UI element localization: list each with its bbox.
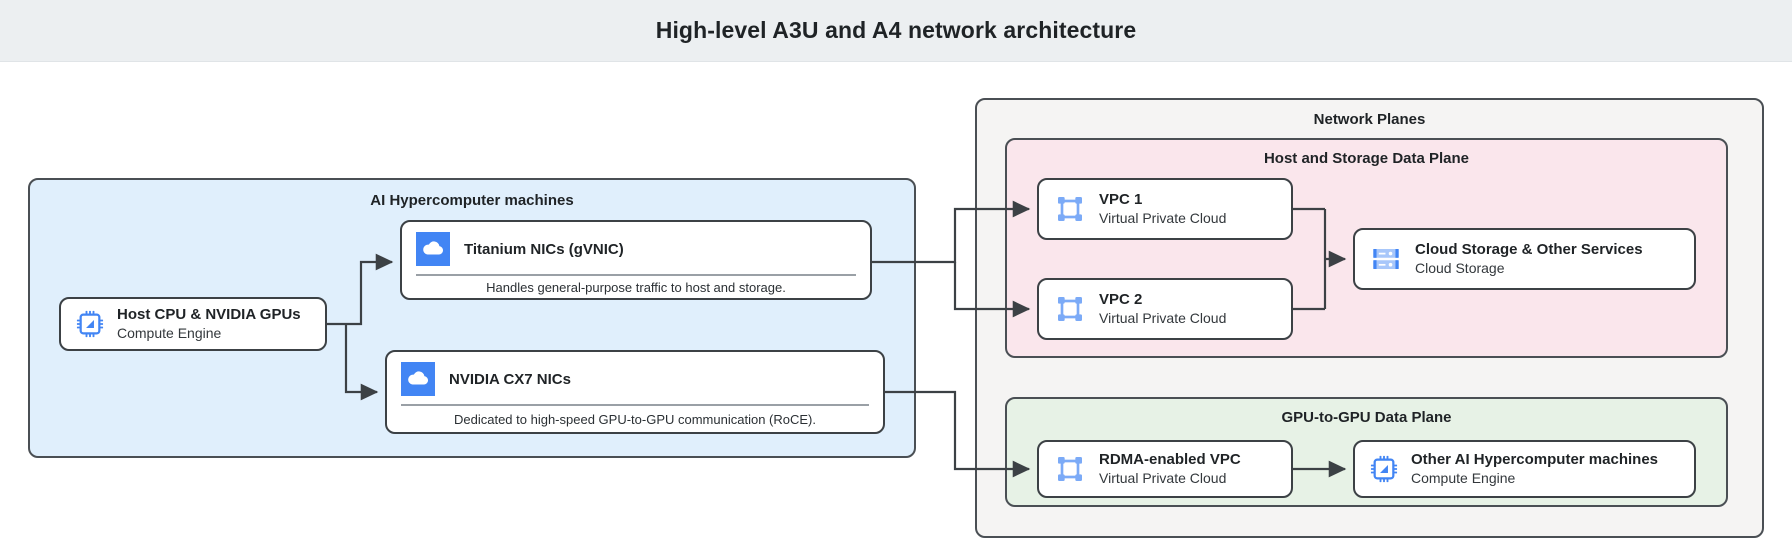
cloud-storage-node[interactable]: Cloud Storage & Other Services Cloud Sto…: [1353, 228, 1696, 290]
rdma-enabled-vpc-title: RDMA-enabled VPC: [1099, 450, 1241, 468]
vpc-2-subtitle: Virtual Private Cloud: [1099, 310, 1227, 327]
vpc-icon: [1053, 292, 1087, 326]
cloud-storage-text: Cloud Storage & Other Services Cloud Sto…: [1415, 241, 1643, 278]
network-planes-title: Network Planes: [1313, 111, 1426, 128]
cloud-storage-subtitle: Cloud Storage: [1415, 260, 1505, 277]
titanium-nics-header: Titanium NICs (gVNIC): [402, 222, 870, 274]
rdma-enabled-vpc-node[interactable]: RDMA-enabled VPC Virtual Private Cloud: [1037, 440, 1293, 498]
host-cpu-gpu-title: Host CPU & NVIDIA GPUs: [117, 305, 301, 323]
vpc-2-node[interactable]: VPC 2 Virtual Private Cloud: [1037, 278, 1293, 340]
ai-hypercomputer-machines-title: AI Hypercomputer machines: [370, 192, 574, 209]
rdma-enabled-vpc-subtitle: Virtual Private Cloud: [1099, 470, 1227, 487]
host-cpu-gpu-node[interactable]: Host CPU & NVIDIA GPUs Compute Engine: [59, 297, 327, 351]
page-title: High-level A3U and A4 network architectu…: [655, 17, 1137, 43]
other-ai-hypercomputer-machines-text: Other AI Hypercomputer machines Compute …: [1411, 451, 1658, 488]
vpc-1-subtitle: Virtual Private Cloud: [1099, 210, 1227, 227]
other-ai-hypercomputer-machines-subtitle: Compute Engine: [1411, 470, 1516, 487]
nvidia-cx7-nics-title: NVIDIA CX7 NICs: [449, 370, 571, 388]
titanium-nics-note: Handles general-purpose traffic to host …: [486, 279, 786, 295]
vpc-1-title: VPC 1: [1099, 190, 1143, 208]
vpc-icon: [1053, 452, 1087, 486]
host-cpu-gpu-text: Host CPU & NVIDIA GPUs Compute Engine: [117, 306, 301, 343]
host-storage-data-plane-title: Host and Storage Data Plane: [1263, 150, 1470, 167]
vpc-1-node[interactable]: VPC 1 Virtual Private Cloud: [1037, 178, 1293, 240]
titanium-nics-title: Titanium NICs (gVNIC): [464, 240, 624, 258]
vpc-1-text: VPC 1 Virtual Private Cloud: [1099, 191, 1226, 228]
gpu-to-gpu-data-plane-title: GPU-to-GPU Data Plane: [1281, 409, 1452, 426]
other-ai-hypercomputer-machines-title: Other AI Hypercomputer machines: [1411, 450, 1659, 468]
nvidia-cx7-nics-header: NVIDIA CX7 NICs: [387, 352, 883, 404]
titanium-nics-card[interactable]: Titanium NICs (gVNIC) Handles general-pu…: [400, 220, 872, 300]
nvidia-cx7-nics-card[interactable]: NVIDIA CX7 NICs Dedicated to high-speed …: [385, 350, 885, 434]
cloud-storage-title: Cloud Storage & Other Services: [1415, 240, 1643, 258]
page-header: High-level A3U and A4 network architectu…: [0, 0, 1792, 62]
host-cpu-gpu-subtitle: Compute Engine: [117, 325, 222, 342]
cpu-chip-icon: [1369, 454, 1399, 484]
cloud-icon: [416, 232, 450, 266]
titanium-nics-divider: [416, 274, 856, 276]
cpu-chip-icon: [75, 309, 105, 339]
cloud-storage-icon: [1369, 242, 1403, 276]
other-ai-hypercomputer-machines-node[interactable]: Other AI Hypercomputer machines Compute …: [1353, 440, 1696, 498]
vpc-2-text: VPC 2 Virtual Private Cloud: [1099, 291, 1226, 328]
cloud-icon: [401, 362, 435, 396]
vpc-2-title: VPC 2: [1099, 290, 1143, 308]
rdma-enabled-vpc-text: RDMA-enabled VPC Virtual Private Cloud: [1099, 451, 1241, 488]
nvidia-cx7-nics-note: Dedicated to high-speed GPU-to-GPU commu…: [454, 411, 816, 427]
nvidia-cx7-nics-divider: [401, 404, 869, 406]
vpc-icon: [1053, 192, 1087, 226]
